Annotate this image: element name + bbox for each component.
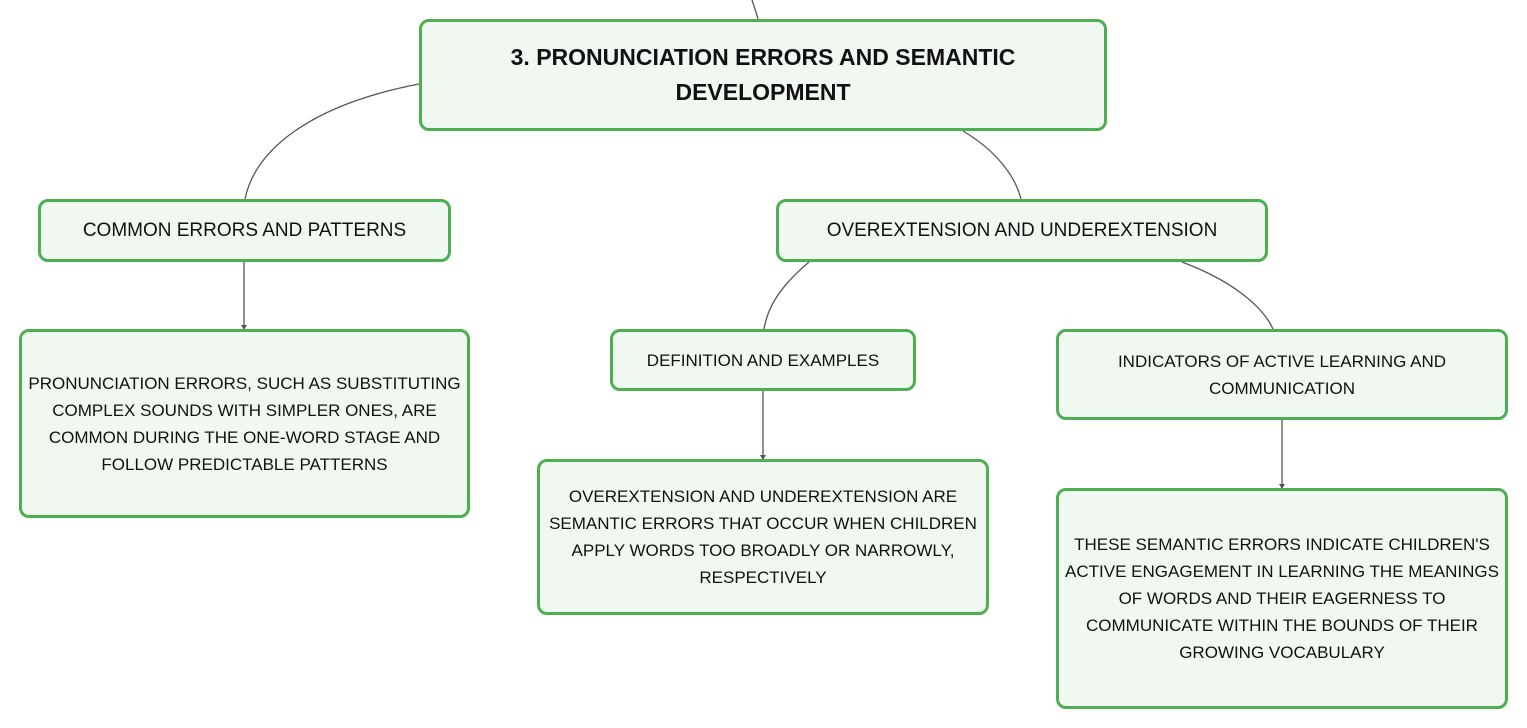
indicators-detail-text: THESE SEMANTIC ERRORS INDICATE CHILDREN'…: [1065, 535, 1499, 662]
definition-detail-text: OVEREXTENSION AND UNDEREXTENSION ARE SEM…: [549, 487, 977, 587]
definition-examples-node[interactable]: DEFINITION AND EXAMPLES: [610, 329, 916, 391]
arrowhead-definition-detail: [760, 455, 766, 460]
common-errors-detail-text: PRONUNCIATION ERRORS, SUCH AS SUBSTITUTI…: [28, 373, 461, 474]
arrowhead-indicators-detail: [1279, 484, 1285, 489]
root-topic-node[interactable]: 3. PRONUNCIATION ERRORS AND SEMANTIC DEV…: [419, 19, 1107, 131]
root-topic-label: 3. PRONUNCIATION ERRORS AND SEMANTIC DEV…: [510, 44, 1016, 105]
connector-parent-to-root: [751, 0, 759, 20]
overextension-label: OVEREXTENSION AND UNDEREXTENSION: [826, 219, 1218, 241]
common-errors-label: COMMON ERRORS AND PATTERNS: [82, 219, 407, 241]
connector-root-to-overextension: [962, 130, 1022, 200]
indicators-node[interactable]: INDICATORS OF ACTIVE LEARNING AND COMMUN…: [1056, 329, 1508, 420]
definition-detail-node[interactable]: OVEREXTENSION AND UNDEREXTENSION ARE SEM…: [537, 459, 989, 615]
indicators-detail-node[interactable]: THESE SEMANTIC ERRORS INDICATE CHILDREN'…: [1056, 488, 1508, 709]
common-errors-detail-node[interactable]: PRONUNCIATION ERRORS, SUCH AS SUBSTITUTI…: [19, 329, 470, 518]
overextension-node[interactable]: OVEREXTENSION AND UNDEREXTENSION: [776, 199, 1268, 262]
connector-root-to-common-errors: [244, 83, 420, 200]
indicators-label: INDICATORS OF ACTIVE LEARNING AND COMMUN…: [1117, 351, 1447, 398]
connector-overextension-to-definition: [763, 261, 810, 330]
arrowhead-common-detail: [241, 325, 247, 330]
definition-examples-label: DEFINITION AND EXAMPLES: [646, 350, 880, 370]
connector-overextension-to-indicators: [1181, 261, 1274, 330]
common-errors-node[interactable]: COMMON ERRORS AND PATTERNS: [38, 199, 451, 262]
